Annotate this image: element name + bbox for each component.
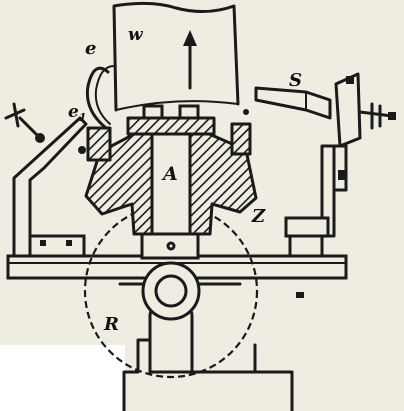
right-bracket-block	[284, 216, 330, 238]
spindle-lower	[140, 232, 200, 260]
label-e1: e1	[68, 102, 86, 124]
hub-inner	[154, 274, 188, 308]
guide-e	[85, 66, 110, 130]
spindle-pin	[166, 241, 176, 251]
cutter-dot-left	[78, 146, 86, 154]
clamp-screw-handle	[4, 102, 26, 128]
left-bolt-b	[66, 240, 72, 246]
base-right-step	[253, 370, 294, 411]
fixture-pivot	[346, 76, 354, 84]
workpiece-w	[112, 1, 240, 112]
machine-base	[122, 338, 257, 411]
right-post	[332, 144, 348, 192]
label-r: R	[103, 314, 119, 335]
label-e1-main: e	[68, 102, 79, 122]
label-w: w	[128, 25, 144, 45]
label-s: S	[289, 70, 302, 91]
adjuster-s-rod	[254, 86, 332, 120]
side-cutter-right	[230, 122, 252, 156]
label-e1-sub: 1	[79, 111, 87, 124]
right-bracket	[288, 144, 336, 258]
top-nut-right	[178, 104, 200, 120]
right-fixture-plate	[334, 72, 362, 148]
flywheel-r	[83, 203, 259, 379]
blank-corner	[0, 345, 125, 411]
bed-bolt	[296, 292, 304, 298]
side-cutter-left	[86, 126, 112, 162]
cutter-dot-right	[243, 109, 249, 115]
left-bracket-block	[28, 234, 86, 258]
workpiece-bottom	[115, 100, 239, 111]
label-z: Z	[251, 206, 266, 227]
top-nut-left	[142, 104, 164, 120]
feed-arrow-head	[183, 30, 197, 46]
left-bolt-a	[40, 240, 46, 246]
clamp-screw-knob	[35, 133, 45, 143]
hub-outer	[141, 261, 201, 321]
adjuster-screw	[358, 102, 394, 130]
right-post-nut	[338, 170, 346, 180]
label-e: e	[85, 38, 96, 59]
label-a: A	[161, 163, 178, 185]
adjuster-screw-tip	[388, 112, 396, 120]
guide-e-inner	[94, 65, 115, 125]
top-plate	[126, 116, 216, 136]
